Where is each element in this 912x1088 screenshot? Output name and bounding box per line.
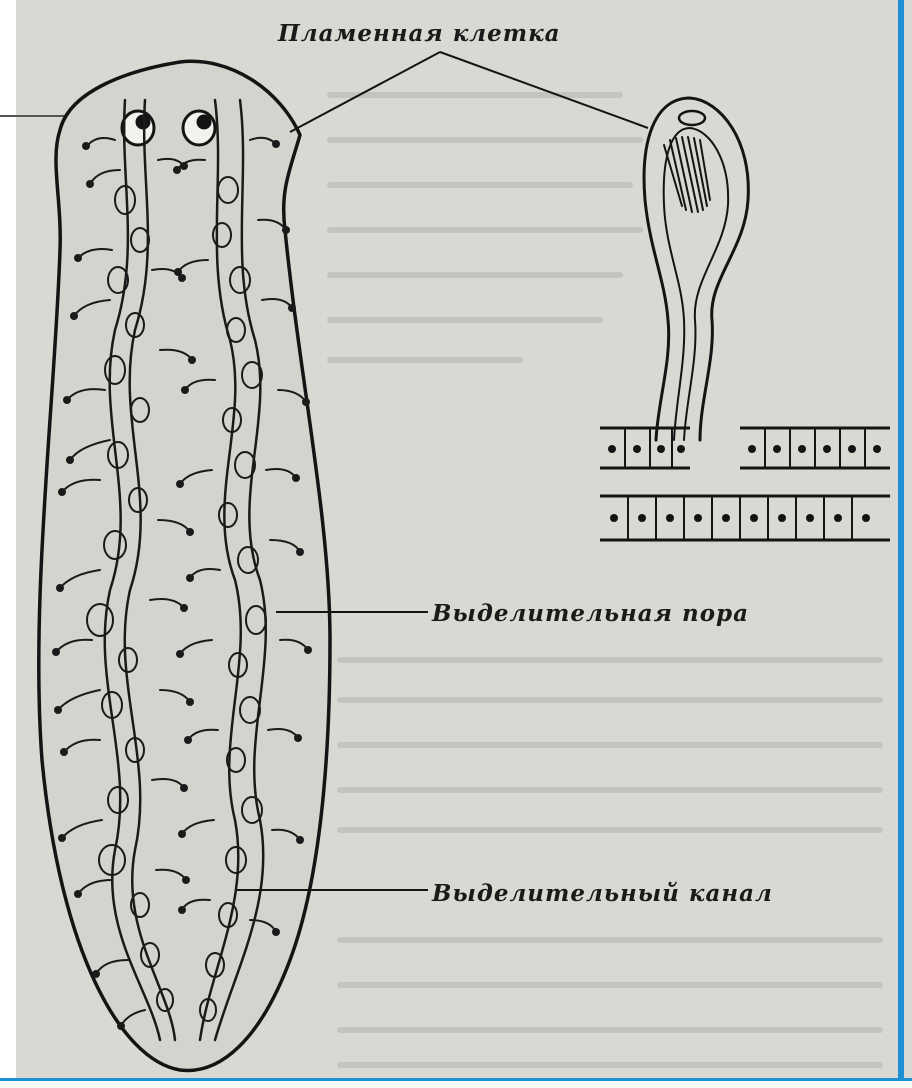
- planarian-body-outline: [39, 61, 330, 1070]
- label-excretory-pore: Выделительная пора: [432, 600, 749, 627]
- bleed-through-texture: [330, 95, 880, 1065]
- epithelium-upper: [600, 428, 890, 468]
- label-excretory-canal: Выделительный канал: [432, 880, 773, 907]
- epithelium-lower: [600, 496, 890, 540]
- flame-cell-inset: [644, 98, 748, 440]
- leader-flame-to-inset: [440, 52, 648, 128]
- label-flame-cell: Пламенная клетка: [278, 20, 561, 47]
- flame-cilia: [664, 137, 710, 212]
